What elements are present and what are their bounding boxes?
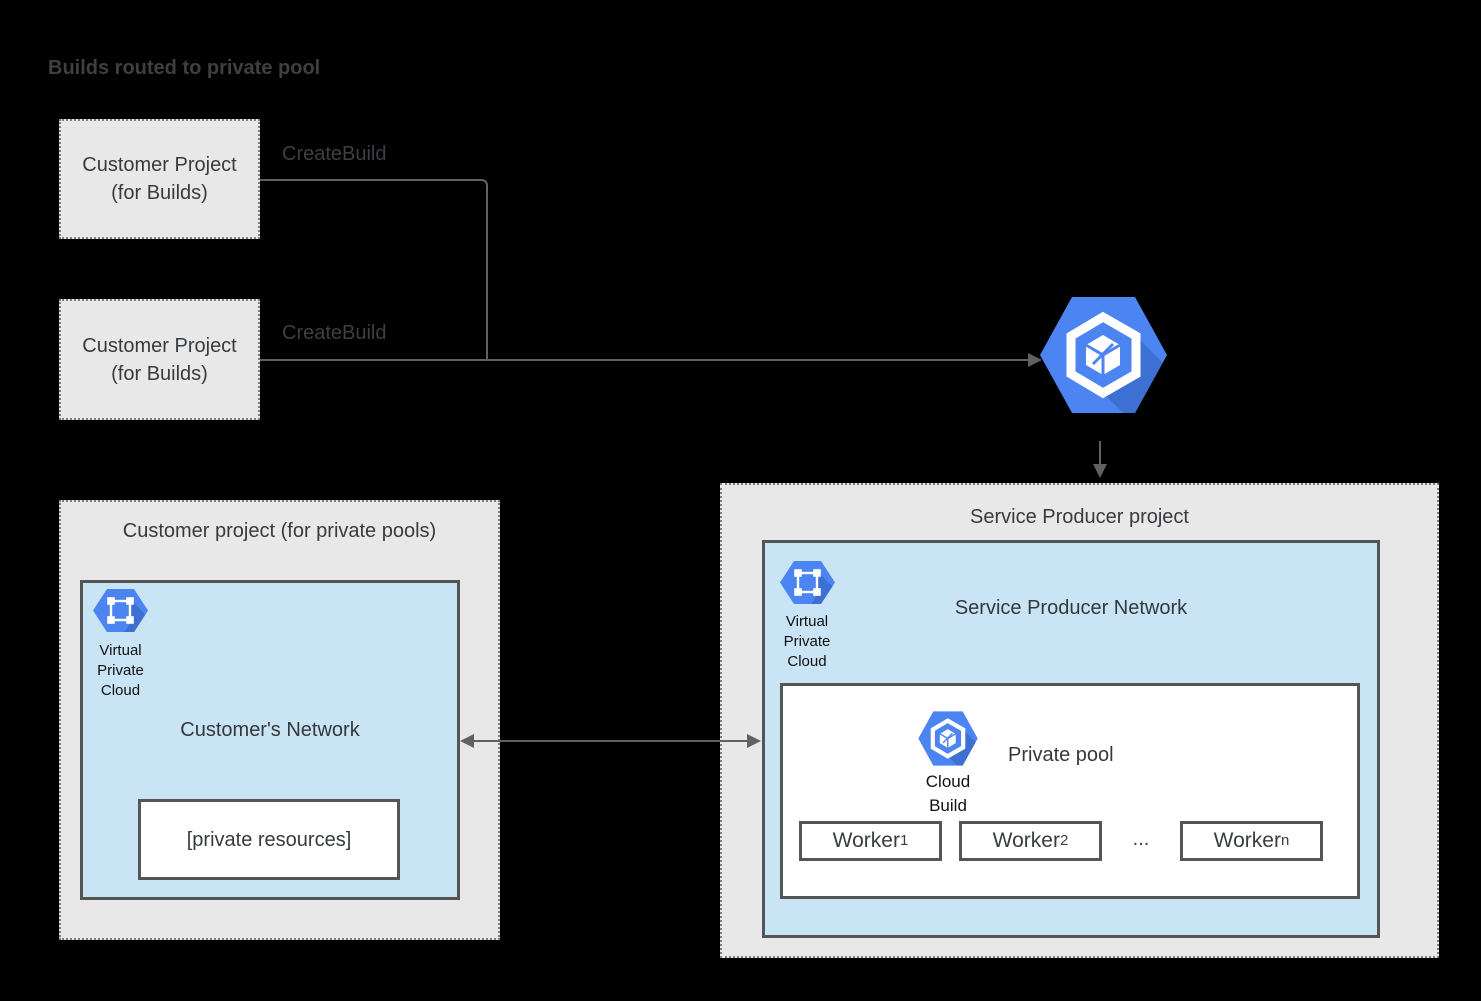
cloud-build-to-service-producer-arrow: [1093, 441, 1107, 478]
vpc-caption-line: Private: [783, 633, 831, 650]
createbuild-connector-2-to-cloud-build: [260, 353, 1042, 367]
arrowhead-down: [1093, 464, 1107, 478]
diagram-title: Builds routed to private pool: [48, 57, 321, 79]
service-producer-network-title: Service Producer Network: [954, 597, 1188, 619]
service-producer-network-box: Virtual Private Cloud Service Producer N…: [762, 540, 1380, 938]
worker-ellipsis: ...: [1132, 828, 1150, 850]
customer-pool-project-title: Customer project (for private pools): [122, 520, 437, 542]
vpc-caption: Virtual Private Cloud: [767, 612, 847, 672]
cloud-build-icon: [918, 710, 978, 767]
customer-build-project-2-line1: Customer Project: [82, 334, 237, 357]
vpc-caption-line: Cloud: [100, 682, 141, 699]
customer-network-title: Customer's Network: [180, 719, 360, 741]
private-pool-title: Private pool: [1008, 744, 1114, 766]
createbuild-label-2: CreateBuild: [282, 322, 387, 344]
vpc-caption-line: Virtual: [785, 613, 829, 630]
cloud-build-caption-line: Build: [929, 796, 967, 815]
customer-build-project-1-line1: Customer Project: [82, 154, 237, 176]
vpc-icon: [780, 560, 835, 605]
cloud-build-caption-line: Cloud: [925, 772, 971, 791]
cloud-build-icon: [1040, 294, 1167, 416]
vpc-caption-line: Cloud: [787, 653, 827, 670]
service-producer-project-box: Service Producer project Virtual Private: [720, 483, 1439, 958]
service-producer-project-title: Service Producer project: [970, 506, 1189, 528]
customer-build-project-1-line2: (for Builds): [111, 182, 208, 204]
vpc-caption-line: Virtual: [99, 642, 142, 659]
vpc-caption-line: Private: [97, 662, 144, 679]
worker-label: Worker: [832, 829, 900, 852]
worker-label: Worker: [1213, 829, 1281, 852]
cloud-build-caption: Cloud Build: [878, 770, 1018, 818]
private-resources-label: [private resources]: [186, 828, 352, 851]
customer-network-box: Virtual Private Cloud Customer's Network…: [80, 580, 460, 900]
worker-label: Worker: [992, 829, 1060, 852]
customer-build-project-2-line2: (for Builds): [111, 362, 208, 385]
network-peering-arrow: [460, 734, 761, 748]
customer-pool-project-box: Customer project (for private pools) Vir…: [59, 500, 500, 940]
customer-build-project-box-2: Customer Project (for Builds): [59, 299, 260, 420]
private-resources-box: [private resources]: [138, 799, 400, 880]
vpc-icon: [93, 588, 148, 633]
createbuild-label-1: CreateBuild: [282, 143, 387, 165]
customer-build-project-box-1: Customer Project (for Builds): [59, 119, 260, 239]
vpc-caption: Virtual Private Cloud: [83, 641, 158, 701]
